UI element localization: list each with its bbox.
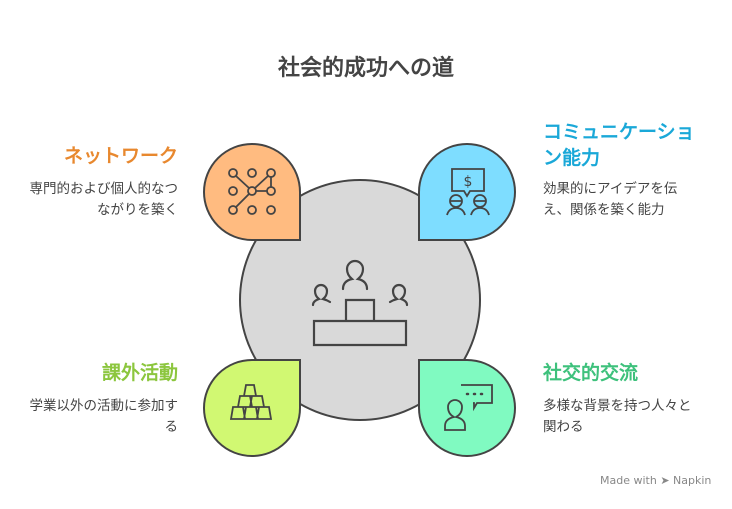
svg-text:$: $ (464, 174, 473, 190)
extracurricular-desc: 学業以外の活動に参加する (29, 398, 179, 435)
social-desc: 多様な背景を持つ人々と関わる (543, 398, 692, 435)
cup-pyramid-icon (229, 384, 273, 420)
networking-title: ネットワーク (63, 145, 178, 167)
brand-label: Napkin (673, 474, 712, 487)
social-petal (418, 359, 516, 457)
extracurricular-petal (203, 359, 301, 457)
social-title: 社交的交流 (543, 362, 639, 384)
communication-title: コミュニケーション能力 (543, 121, 695, 169)
extracurricular-title: 課外活動 (101, 362, 178, 384)
presentation-chat-icon: $ (446, 168, 490, 216)
network-icon (228, 168, 276, 215)
napkin-logo-icon: ➤ (660, 474, 670, 487)
networking-desc: 専門的および個人的なつながりを築く (29, 181, 179, 218)
networking-petal (203, 143, 301, 241)
page-title: 社会的成功への道 (277, 56, 454, 81)
person-chat-icon (444, 384, 493, 431)
communication-desc: 効果的にアイデアを伝え、関係を築く能力 (543, 181, 678, 218)
napkin-credit[interactable]: Made with ➤ Napkin (600, 474, 711, 487)
made-with-label: Made with (600, 474, 657, 487)
communication-petal (418, 143, 516, 241)
podium-icon (311, 259, 409, 347)
